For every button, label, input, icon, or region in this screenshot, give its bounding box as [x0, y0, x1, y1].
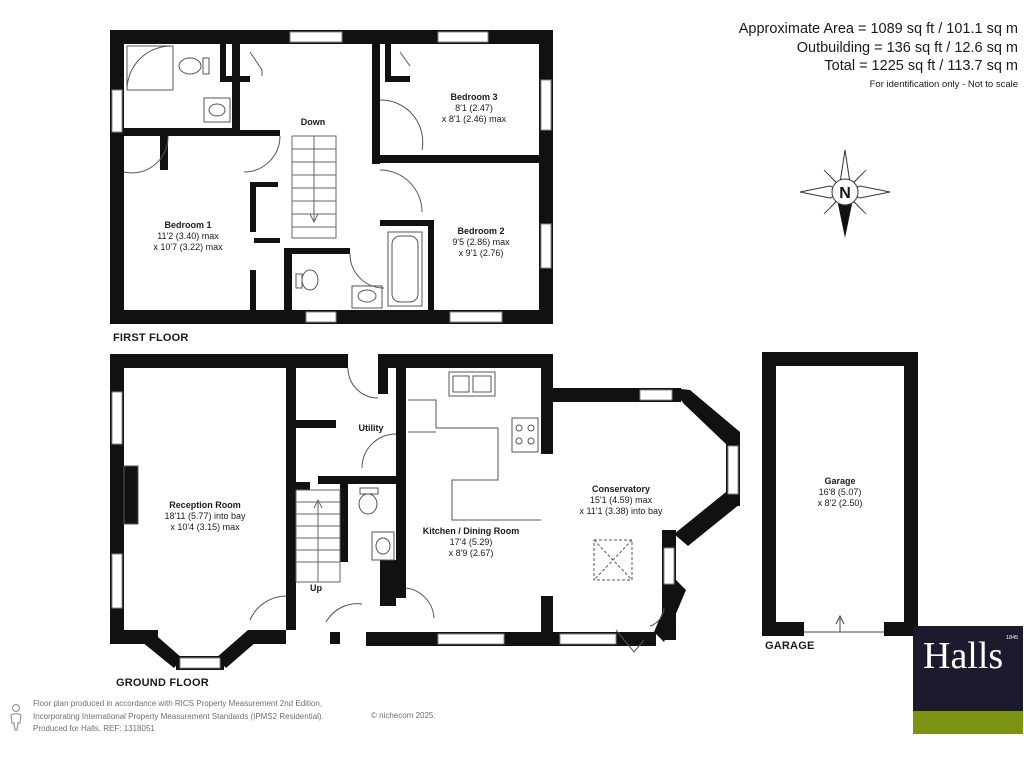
room-dimension: 17'4 (5.29) [449, 537, 493, 547]
ground-floor-fixtures [123, 367, 665, 653]
first-floor-walls [110, 30, 553, 324]
room-name: Garage [824, 476, 856, 486]
utility-label: Utility [358, 423, 384, 433]
brand-year: 1845 [1006, 635, 1019, 641]
ground-floor-stairs [295, 489, 341, 583]
room-kitchen-dining: Kitchen / Dining Room 17'4 (5.29) x 8'9 … [423, 526, 520, 559]
room-bedroom-1: Bedroom 1 11'2 (3.40) max x 10'7 (3.22) … [153, 220, 222, 253]
footer-credits: Floor plan produced in accordance with R… [33, 698, 436, 736]
first-floor-fixtures [123, 45, 424, 309]
compass-icon: N [799, 149, 891, 238]
room-bedroom-3: Bedroom 3 8'1 (2.47) x 8'1 (2.46) max [442, 92, 506, 125]
footer-line-2: Incorporating International Property Mea… [33, 711, 324, 721]
room-conservatory: Conservatory 15'1 (4.59) max x 11'1 (3.3… [579, 484, 662, 517]
room-name: Reception Room [169, 500, 241, 510]
room-dimension: 15'1 (4.59) max [589, 495, 653, 505]
footer-line-1: Floor plan produced in accordance with R… [33, 699, 323, 708]
room-dimension: x 8'2 (2.50) [817, 498, 863, 508]
room-dimension: 8'1 (2.47) [455, 103, 493, 113]
person-icon [10, 703, 22, 731]
ground-floor-label: GROUND FLOOR [116, 677, 209, 689]
brand-accent-bar [913, 711, 1023, 734]
room-dimension: x 9'1 (2.76) [458, 248, 504, 258]
room-dimension: 18'11 (5.77) into bay [164, 511, 246, 521]
room-name: Bedroom 2 [457, 226, 505, 236]
room-dimension: x 10'4 (3.15) max [170, 522, 240, 532]
room-dimension: 11'2 (3.40) max [157, 231, 219, 241]
room-reception: Reception Room 18'11 (5.77) into bay x 1… [164, 500, 245, 533]
room-name: Bedroom 3 [450, 92, 498, 102]
room-bedroom-2: Bedroom 2 9'5 (2.86) max x 9'1 (2.76) [452, 226, 509, 259]
first-floor-stairs [291, 135, 337, 239]
area-summary: Approximate Area = 1089 sq ft / 101.1 sq… [739, 20, 1018, 92]
room-garage: Garage 16'8 (5.07) x 8'2 (2.50) [818, 476, 863, 509]
room-name: Kitchen / Dining Room [422, 526, 520, 536]
stairs-up-label: Up [310, 583, 322, 593]
ground-floor-windows [111, 389, 739, 669]
garage-label: GARAGE [765, 640, 815, 652]
room-dimension: x 11'1 (3.38) into bay [579, 506, 663, 516]
first-floor-label: FIRST FLOOR [113, 332, 189, 344]
footer-line-3: Produced for Halls. REF: 1318051 [33, 724, 155, 733]
room-name: Bedroom 1 [164, 220, 212, 230]
halls-logo: Halls 1845 [913, 626, 1023, 734]
total-area: Total = 1225 sq ft / 113.7 sq m [824, 58, 1018, 74]
room-dimension: 16'8 (5.07) [818, 487, 862, 497]
scale-note: For identification only - Not to scale [869, 78, 1018, 90]
room-dimension: x 8'9 (2.67) [448, 548, 494, 558]
first-floor-windows [111, 31, 552, 323]
stairs-down-label: Down [300, 117, 326, 127]
garage-walls [762, 352, 918, 636]
room-dimension: 9'5 (2.86) max [452, 237, 510, 247]
room-name: Conservatory [591, 484, 651, 494]
compass-letter: N [839, 185, 851, 202]
garage-door [804, 614, 884, 633]
approximate-area: Approximate Area = 1089 sq ft / 101.1 sq… [738, 21, 1018, 37]
room-dimension: x 8'1 (2.46) max [441, 114, 507, 124]
room-dimension: x 10'7 (3.22) max [153, 242, 223, 252]
footer-copyright: © nichecom 2025. [371, 711, 436, 720]
brand-name: Halls [923, 635, 1004, 677]
outbuilding-area: Outbuilding = 136 sq ft / 12.6 sq m [796, 39, 1018, 56]
